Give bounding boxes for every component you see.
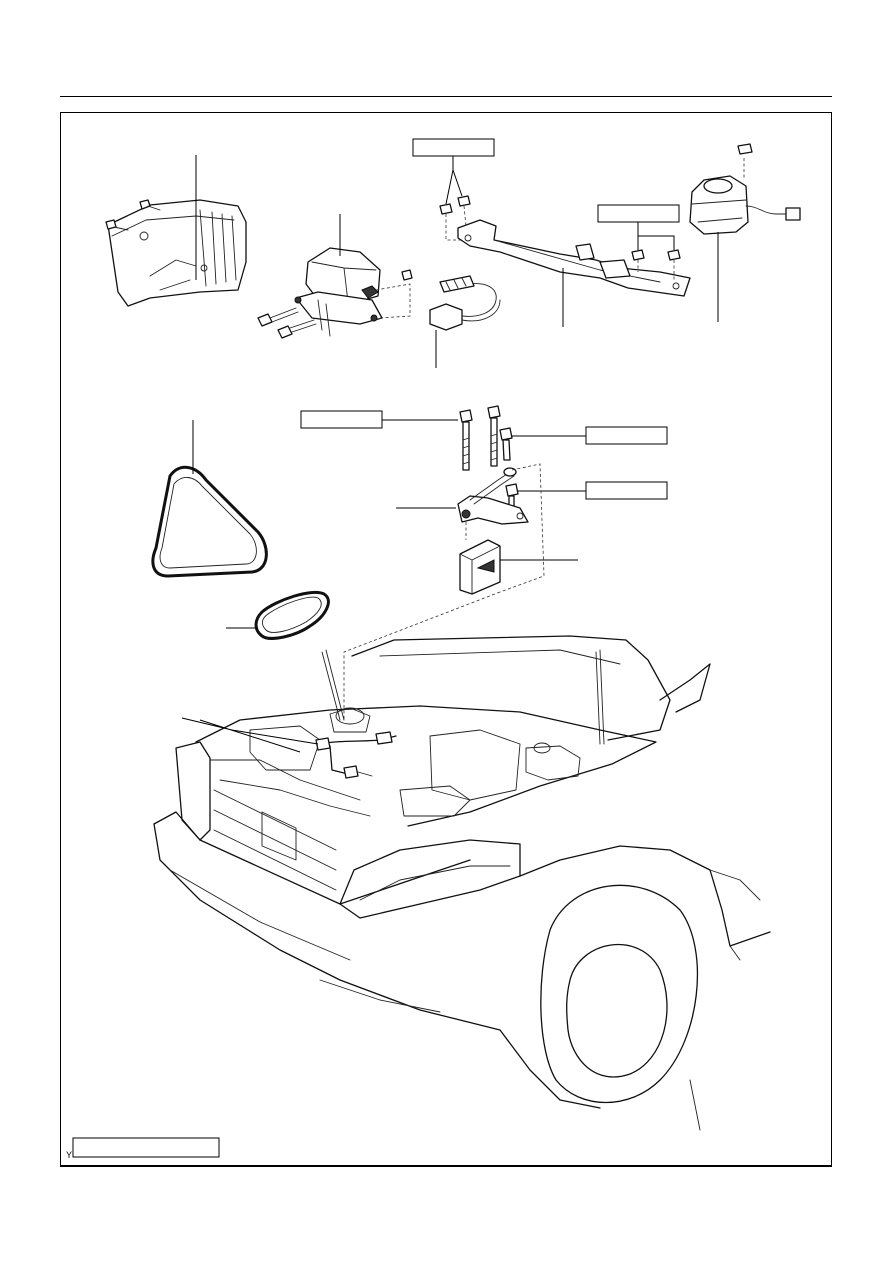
torque-spec-box-bolt-right-a [585,426,668,445]
engine-under-cover [107,199,247,307]
leader-spec-nuts-left [445,156,463,205]
reservoir-assembly [689,143,801,235]
leveling-ecu-assembly [294,247,383,337]
nut-dash [445,205,472,241]
long-bolts [459,405,501,471]
bolt-right-b [505,483,519,507]
nut-left-a [439,203,453,215]
drive-belt-large [151,465,268,578]
leader-spec-nuts-right [637,222,675,250]
projection-dash [343,591,501,720]
figure-code-box [72,1137,220,1158]
figure-code: Y [66,1150,73,1160]
nut-left-b [457,195,471,207]
torque-spec-box-nuts-right [597,204,680,223]
nut-right-a [631,249,645,261]
bolt-right-a [499,427,513,461]
torque-spec-box-bolt-right-b [585,481,668,500]
diagram-frame [60,112,832,1167]
nut-right-b [667,249,681,261]
cover-bolts [105,199,161,231]
sensor-bracket [459,539,501,595]
sensor-sub-harness [429,275,501,331]
nut-right-dash [637,260,675,280]
header-rule [60,96,832,97]
vehicle-front [153,635,771,1131]
sensor-dash [499,463,545,593]
torque-spec-box-nuts-left [412,138,495,157]
leader-harness [181,717,319,753]
drive-belt-small [254,590,330,640]
suspension-brace [457,219,691,297]
ecu-connector-dash [375,283,411,319]
torque-spec-box-bolt-left [300,410,383,429]
ecu-bolts [257,307,317,339]
ecu-nut [401,269,413,281]
height-control-sensor [457,467,529,525]
